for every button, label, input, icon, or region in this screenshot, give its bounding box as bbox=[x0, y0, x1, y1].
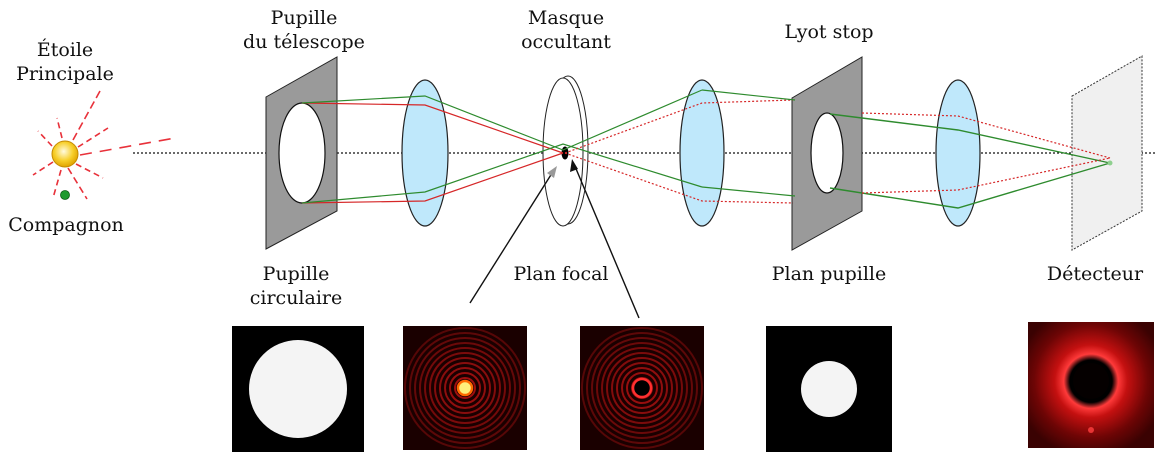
telescope-pupil-label: Pupille du télescope bbox=[243, 6, 365, 54]
companion-star bbox=[60, 190, 70, 200]
telescope-pupil-label-line1: Pupille bbox=[270, 7, 338, 29]
lyot-stop-aperture bbox=[810, 112, 844, 194]
occulting-mask-label-line2: occultant bbox=[521, 31, 611, 53]
lyot-stop-label: Lyot stop bbox=[784, 21, 874, 43]
masked-psf-image bbox=[580, 326, 712, 452]
main-star bbox=[51, 140, 79, 168]
pointer-arrowhead-right bbox=[570, 159, 578, 172]
main-star-label-line2: Principale bbox=[16, 63, 114, 85]
pointer-arrowhead-left bbox=[547, 166, 557, 178]
telescope-pupil-label-line2: du télescope bbox=[243, 31, 365, 53]
detector-plate bbox=[1071, 55, 1143, 251]
circular-pupil-label-line1: Pupille bbox=[262, 263, 330, 285]
detector-label: Détecteur bbox=[1046, 263, 1144, 285]
airy-psf-image bbox=[403, 326, 535, 452]
light-rays bbox=[301, 89, 1111, 209]
pupil-plane-label: Plan pupille bbox=[771, 263, 887, 285]
lyot-pupil-image bbox=[766, 326, 898, 452]
focal-plane-pointers bbox=[469, 163, 640, 319]
circular-pupil-label: Pupille circulaire bbox=[250, 262, 343, 310]
lens-2 bbox=[679, 79, 725, 227]
detector-focus-spot bbox=[1107, 160, 1113, 166]
circular-pupil-label-line2: circulaire bbox=[249, 287, 343, 309]
circular-pupil-image bbox=[232, 326, 364, 452]
detector-image bbox=[1028, 322, 1157, 448]
star-rays bbox=[32, 90, 176, 200]
main-star-label-line1: Étoile bbox=[36, 39, 94, 61]
occulting-mask-label: Masque occultant bbox=[521, 6, 611, 54]
main-star-label: Étoile Principale bbox=[16, 38, 114, 86]
focal-plane-label: Plan focal bbox=[513, 263, 609, 285]
companion-label: Compagnon bbox=[8, 214, 124, 236]
telescope-pupil-aperture bbox=[278, 102, 326, 204]
lens-3 bbox=[935, 79, 981, 227]
lens-1 bbox=[401, 79, 449, 227]
occulting-mask-label-line1: Masque bbox=[527, 7, 605, 29]
